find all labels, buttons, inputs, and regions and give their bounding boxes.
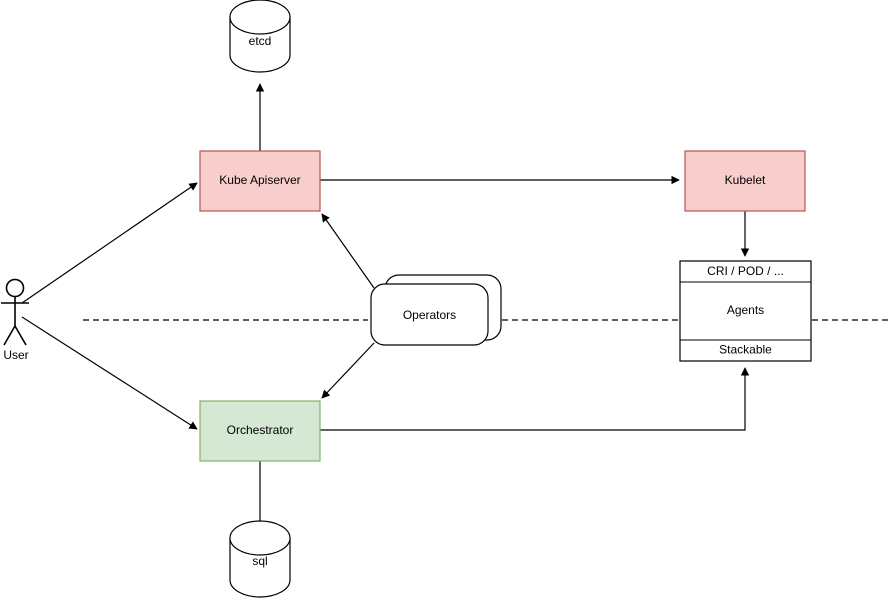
actor-head (5, 278, 25, 298)
node-operators[interactable]: Operators (370, 274, 502, 346)
node-operators-front-layer (370, 283, 489, 346)
node-kube-apiserver[interactable]: Kube Apiserver (199, 150, 321, 212)
node-user-actor[interactable]: User (1, 278, 29, 363)
node-agents-header-label: CRI / POD / ... (707, 264, 784, 278)
edge-operators-to-apiserver (321, 213, 375, 289)
node-etcd[interactable]: etcd (229, 0, 291, 73)
node-sql[interactable]: sql (229, 520, 291, 598)
node-orchestrator-label: Orchestrator (227, 423, 294, 437)
node-agents-body-label: Agents (727, 303, 764, 317)
node-agents[interactable]: CRI / POD / ... Agents Stackable (679, 260, 812, 362)
edge-user-to-orchestrator (21, 316, 198, 430)
node-agents-footer-label: Stackable (719, 343, 772, 357)
edge-user-to-apiserver (21, 182, 198, 304)
edge-operators-to-orchestrator (321, 342, 375, 399)
node-kube-apiserver-label: Kube Apiserver (219, 173, 300, 187)
node-sql-label: sql (252, 554, 267, 568)
node-user-label: User (3, 348, 28, 362)
actor-leg-left (3, 325, 16, 346)
node-orchestrator[interactable]: Orchestrator (199, 400, 321, 462)
edge-orchestrator-to-stackable (320, 367, 750, 431)
node-operators-label: Operators (403, 308, 456, 322)
node-kubelet[interactable]: Kubelet (684, 150, 806, 212)
node-kubelet-label: Kubelet (725, 173, 766, 187)
actor-leg-right (14, 325, 27, 346)
node-etcd-label: etcd (249, 34, 272, 48)
